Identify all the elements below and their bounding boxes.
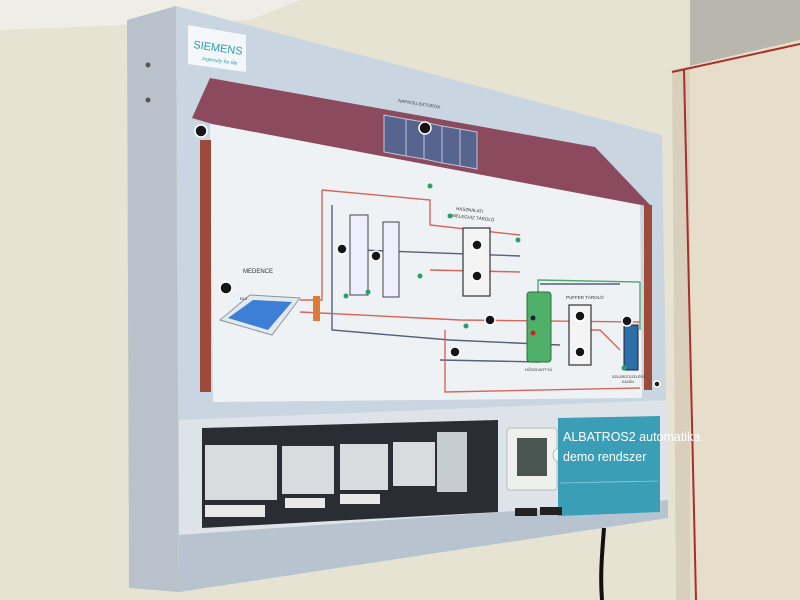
heatpump-label: HŐSZIVATTYÚ — [525, 367, 553, 372]
sensor-knobs[interactable] — [194, 121, 661, 388]
dhw-label: MELEGVÍZ TÁROLÓ — [452, 212, 495, 222]
panel-bottom-strip — [179, 500, 668, 592]
solar-label: NAPKOLLEKTOROK — [398, 98, 441, 110]
dhw-label: HASZNÁLATI — [456, 205, 484, 214]
info-box: ALBATROS2 automatika demo rendszer — [558, 416, 700, 516]
boiler-label: KAZÁN — [622, 380, 634, 384]
brick-wall-left — [200, 140, 211, 392]
info-title: ALBATROS2 automatika — [563, 430, 700, 444]
buffer-label: PUFFER TÁROLÓ — [566, 294, 604, 300]
play-store-badge[interactable] — [540, 507, 562, 515]
pool-label: MEDENCE — [243, 269, 273, 275]
solar-collectors — [383, 114, 478, 170]
pool — [218, 294, 301, 336]
logo-tagline: Ingenuity for life — [202, 56, 238, 67]
boiler-label: SZILÁRDTÜZELÉSŰ — [612, 374, 646, 379]
status-leds — [343, 183, 627, 371]
controller-bay — [202, 420, 498, 528]
screw — [145, 97, 151, 103]
sensor-label: B13 — [240, 296, 248, 301]
tanks — [349, 214, 639, 371]
heat-exchanger — [313, 296, 320, 321]
boiler — [623, 324, 639, 371]
heat-pump — [526, 291, 552, 363]
cabinet — [671, 0, 800, 600]
brick-wall-right — [644, 205, 652, 390]
app-store-badge[interactable] — [515, 508, 537, 516]
power-cable — [599, 527, 606, 600]
siemens-logo: SIEMENS Ingenuity for life — [188, 25, 246, 72]
info-subtitle: demo rendszer — [563, 450, 646, 464]
panel-side — [127, 6, 179, 592]
screw — [145, 62, 151, 68]
